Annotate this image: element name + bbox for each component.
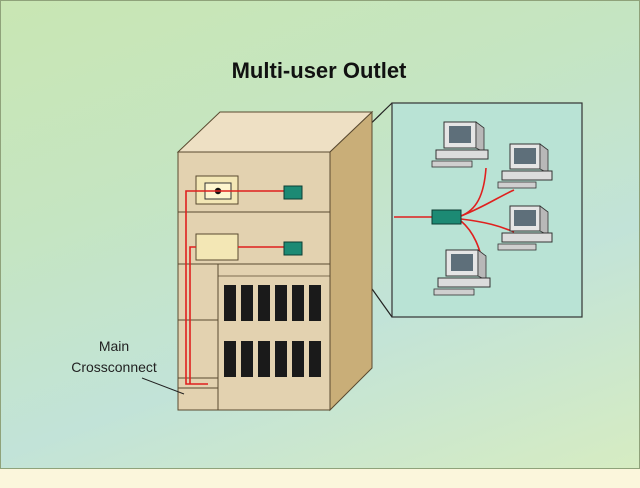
patch-panel-icon — [195, 175, 239, 261]
computer-icon — [497, 143, 553, 189]
diagram-title-text: Multi-user Outlet — [231, 58, 407, 83]
crossconnect-leader-line — [141, 377, 185, 395]
equipment-slots — [224, 285, 321, 377]
computer-icon — [433, 249, 491, 296]
footer-strip — [0, 469, 640, 488]
crossconnect-label: Crossconnect — [71, 359, 157, 375]
cabinet-cables — [185, 190, 284, 385]
computer-icon — [431, 121, 489, 168]
multi-user-outlet-icon — [283, 185, 303, 256]
computer-icon — [497, 205, 553, 251]
zoom-detail-panel — [391, 102, 583, 318]
main-label: Main — [98, 338, 130, 354]
diagram-title: Multi-user Outlet — [0, 58, 640, 84]
multi-user-outlet-icon — [431, 209, 462, 225]
